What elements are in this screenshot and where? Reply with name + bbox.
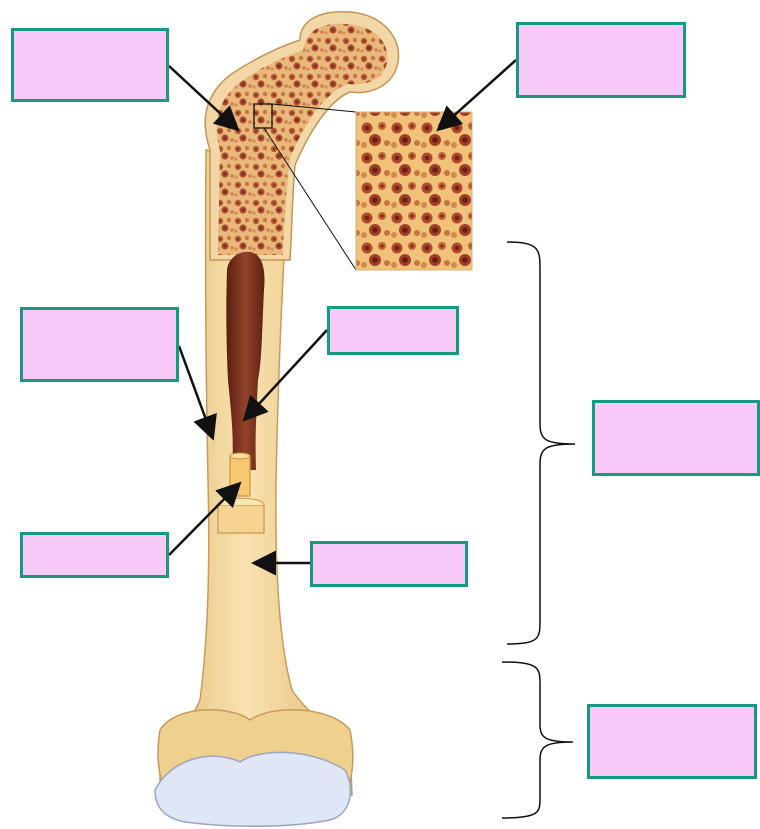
label-text: [590, 707, 754, 776]
arrow-icon: [440, 60, 516, 128]
spongy-bone-inset: [356, 112, 472, 270]
articular-cartilage: [155, 752, 350, 826]
label-box-diaphysis[interactable]: [592, 400, 760, 476]
label-box-spongy-bone[interactable]: [11, 28, 169, 102]
label-text: [330, 309, 456, 352]
label-box-medullary-cavity[interactable]: [327, 306, 459, 355]
label-text: [14, 31, 166, 99]
brace-icon: [502, 662, 573, 818]
label-box-compact-bone[interactable]: [20, 307, 179, 382]
label-box-epiphysis[interactable]: [587, 704, 757, 779]
outer-cylinder: [218, 505, 264, 533]
label-text: [23, 535, 166, 575]
brace-icon: [507, 242, 575, 644]
label-text: [595, 403, 757, 473]
label-box-periosteum[interactable]: [310, 541, 468, 587]
label-text: [313, 544, 465, 584]
label-box-inset[interactable]: [516, 22, 686, 98]
label-text: [23, 310, 176, 379]
label-box-endosteum[interactable]: [20, 532, 169, 578]
label-text: [519, 25, 683, 95]
